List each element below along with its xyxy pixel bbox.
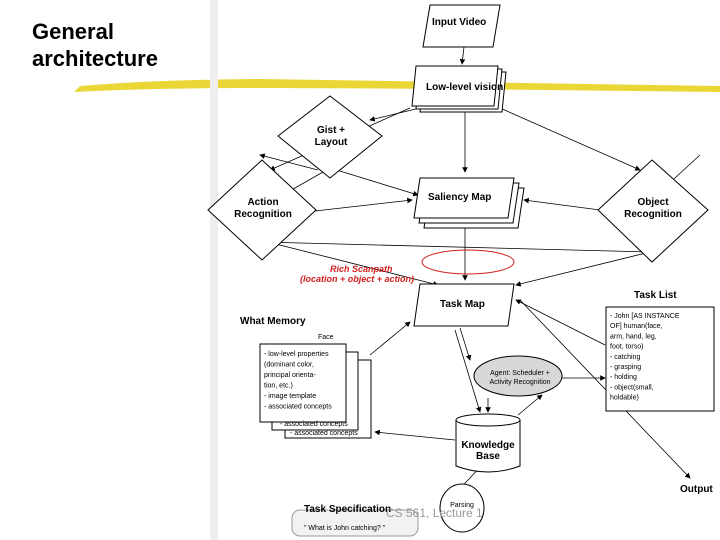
low-level-vision-label: Low-level vision [426,82,503,93]
parsing-label: Parsing [450,502,474,509]
gist-layout-label-2: Layout [315,137,348,148]
knowledge-base-label-1: Knowledge [461,440,515,451]
task-list-item-9: holdable) [610,395,639,402]
what-memory-card [259,343,347,423]
title-line-2: architecture [32,46,158,71]
agent-ellipse [473,355,563,397]
memory-card-line-1: - low-level properties [264,351,329,358]
what-memory-card-lines: - low-level properties (dominant color, … [264,351,332,411]
input-video-box [422,4,501,48]
task-spec-query: " What is John catching? " [304,525,386,532]
agent-label-2: Activity Recognition [489,379,550,386]
slide-title: General architecture [32,18,158,72]
left-divider [210,0,218,540]
task-list-item-4: foot, torso) [610,344,643,351]
task-list-lines: - John [AS INSTANCE OF] human(face, arm,… [610,313,680,402]
rich-scanpath-highlight [421,249,515,275]
action-recognition-diamond [207,159,317,261]
task-list-item-7: - holding [610,374,637,381]
agent-label-1: Agent: Scheduler + [490,370,550,377]
face-label: Face [318,334,334,341]
memory-card-line-4: tion, etc.) [264,383,293,390]
title-line-1: General [32,19,114,44]
memory-card-line-2: (dominant color, [264,362,314,369]
task-list-item-1: - John [AS INSTANCE [610,313,680,320]
action-recognition-label-2: Recognition [234,209,292,220]
low-level-vision-box [411,65,499,107]
saliency-map-label: Saliency Map [428,192,491,203]
object-recognition-diamond [597,159,709,263]
object-recognition-label-1: Object [637,197,669,208]
output-label: Output [680,484,713,495]
task-list-item-8: - object(small, [610,384,654,391]
task-list-item-5: - catching [610,354,640,361]
rich-scanpath-label-2: (location + object + action) [300,274,414,284]
knowledge-base-label-2: Base [476,451,500,462]
gist-layout-diamond [277,95,383,179]
task-list-title: Task List [634,290,677,301]
action-recognition-label-1: Action [247,197,278,208]
memory-card-line-3: principal orienta- [264,372,316,379]
gist-layout-label-1: Gist + [317,125,345,136]
object-recognition-label-2: Recognition [624,209,682,220]
memory-back-line-2: - associated concepts [290,430,358,437]
what-memory-label: What Memory [240,316,306,327]
task-list-item-3: arm, hand, leg, [610,333,657,340]
memory-card-line-6: - associated concepts [264,404,332,411]
task-map-label: Task Map [440,299,485,310]
slide-footer: CS 561, Lecture 1 [386,506,483,520]
task-map-box [413,283,515,327]
parsing-ellipse [439,483,485,533]
task-list-item-2: OF] human(face, [610,323,663,330]
saliency-map-box [413,177,515,219]
highlight-bar [74,79,720,92]
task-list-box [605,306,715,412]
input-video-label: Input Video [432,17,486,28]
memory-card-line-5: - image template [264,393,316,400]
task-spec-box [291,509,419,537]
memory-back-line-1: - associated concepts [280,421,348,428]
task-list-item-6: - grasping [610,364,641,371]
task-spec-title: Task Specification [304,504,391,515]
knowledge-base-cylinder [455,413,521,473]
rich-scanpath-label-1: Rich Scanpath [330,264,393,274]
